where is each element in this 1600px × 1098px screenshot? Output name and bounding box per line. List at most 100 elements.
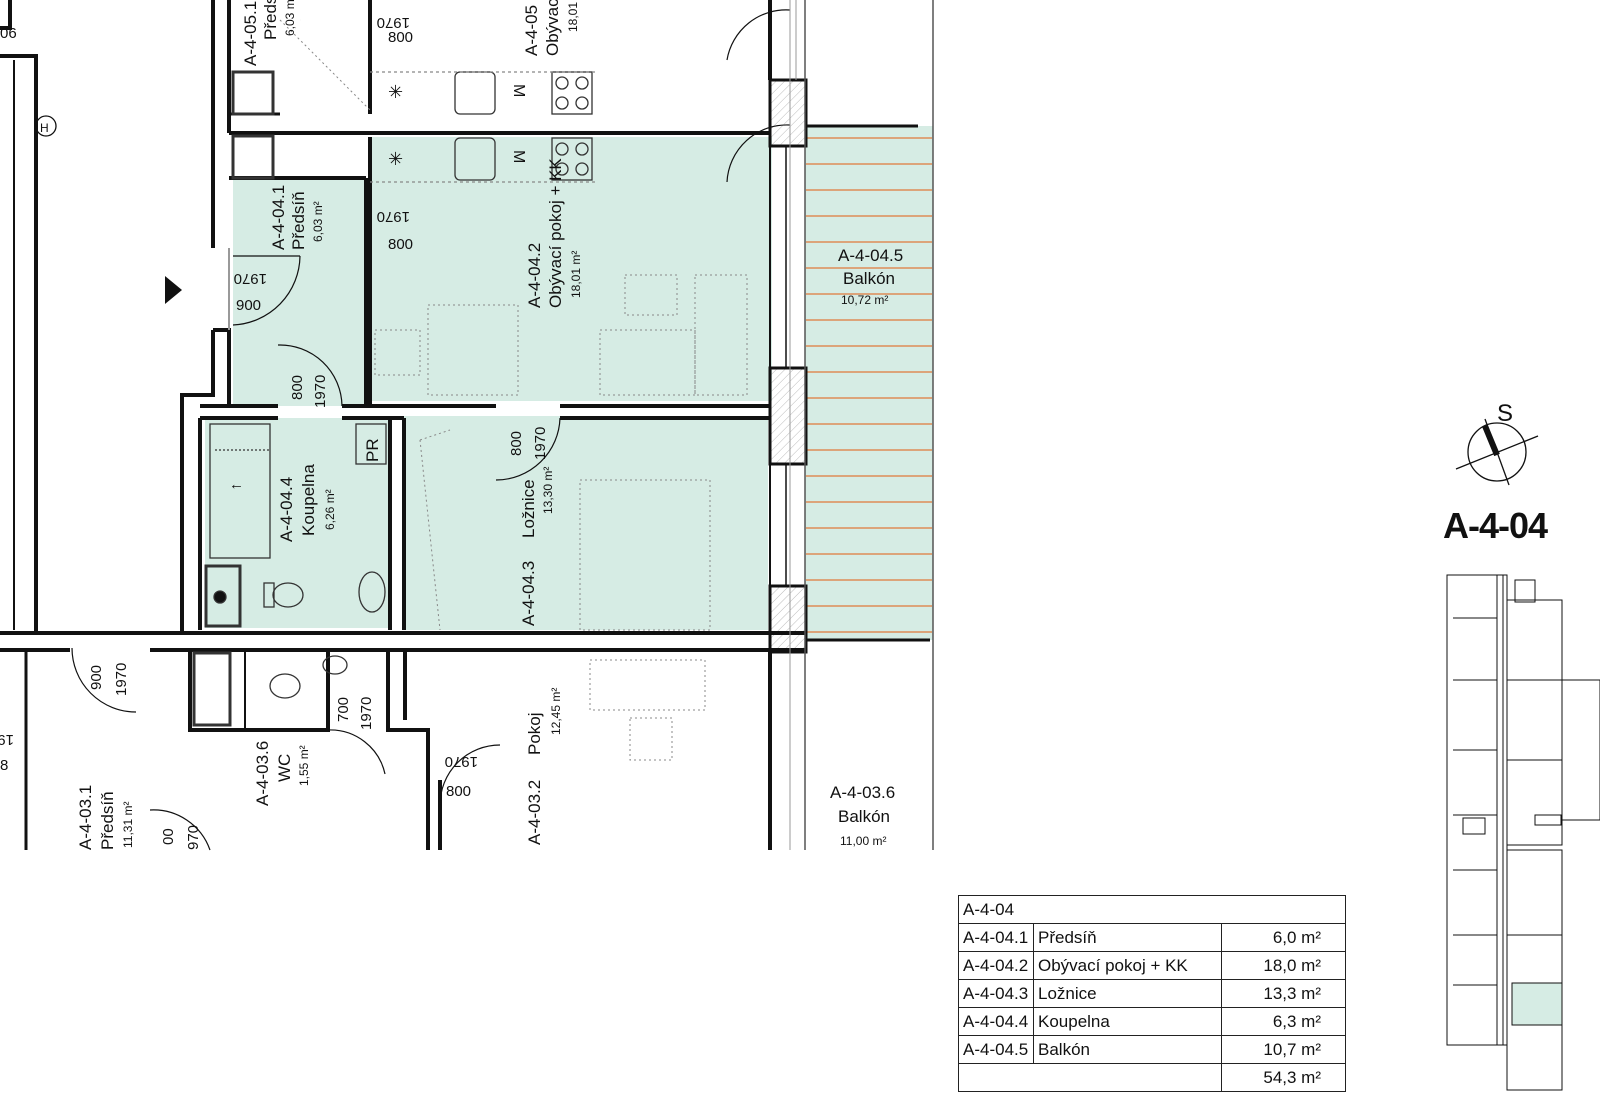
svg-text:8: 8 bbox=[0, 757, 8, 774]
svg-text:Balkón: Balkón bbox=[838, 807, 890, 826]
furniture-bed bbox=[579, 479, 711, 631]
svg-text:A-4-04.5: A-4-04.5 bbox=[838, 246, 903, 265]
svg-text:800: 800 bbox=[446, 783, 471, 800]
svg-text:A-4-04.1: A-4-04.1 bbox=[269, 185, 288, 250]
svg-text:11,31 m²: 11,31 m² bbox=[121, 802, 135, 848]
room-fill-loznice bbox=[404, 416, 768, 630]
door-label: 1970 800 1970 800 1970 900 800 1970 800 … bbox=[0, 14, 549, 850]
svg-text:1970: 1970 bbox=[377, 208, 410, 225]
room-fill-predsin bbox=[233, 178, 366, 406]
svg-text:Koupelna: Koupelna bbox=[299, 464, 318, 536]
washbasin bbox=[358, 571, 386, 613]
svg-text:1970: 1970 bbox=[532, 427, 549, 460]
compass-label: S bbox=[1497, 400, 1513, 427]
svg-text:1970: 1970 bbox=[312, 375, 329, 408]
svg-text:Pokoj: Pokoj bbox=[525, 712, 544, 755]
total-area: 54,3 m² bbox=[1221, 1063, 1346, 1092]
svg-text:06: 06 bbox=[0, 25, 17, 42]
room-name: Ložnice bbox=[1033, 979, 1222, 1008]
svg-text:6,03 m²: 6,03 m² bbox=[283, 0, 297, 36]
svg-text:Obývací pokoj + KK: Obývací pokoj + KK bbox=[546, 158, 565, 308]
installation-shaft bbox=[204, 564, 242, 628]
room-area: 13,3 m² bbox=[1221, 979, 1346, 1008]
cooktop bbox=[551, 137, 593, 181]
table-row: A-4-04.3 Ložnice 13,3 m² bbox=[958, 979, 1346, 1008]
table-row: A-4-04.4 Koupelna 6,3 m² bbox=[958, 1007, 1346, 1036]
cooktop-upper bbox=[551, 71, 593, 115]
svg-text:11,00 m²: 11,00 m² bbox=[840, 834, 886, 848]
svg-text:Balkón: Balkón bbox=[843, 269, 895, 288]
room-fill-obyvaci bbox=[370, 137, 772, 401]
room-name: Obývací pokoj + KK bbox=[1033, 951, 1222, 980]
svg-text:900: 900 bbox=[236, 297, 261, 314]
svg-text:A-4-05.1: A-4-05.1 bbox=[241, 1, 260, 66]
neighbor-label: A-4-05.1 Předsíň 6,03 m² bbox=[241, 0, 297, 66]
neighbor-label: A-4-03.6 WC 1,55 m² bbox=[253, 741, 311, 806]
shower-tray bbox=[355, 423, 387, 465]
svg-text:A-4-03.6: A-4-03.6 bbox=[830, 783, 895, 802]
balcony-slats bbox=[806, 137, 932, 633]
svg-text:1970: 1970 bbox=[445, 753, 478, 770]
bath-fixtures bbox=[192, 70, 387, 727]
wall-columns bbox=[768, 78, 808, 654]
column bbox=[768, 78, 808, 148]
svg-text:900: 900 bbox=[88, 665, 105, 690]
room-code: A-4-04.3 bbox=[958, 979, 1034, 1008]
compass bbox=[1455, 418, 1539, 486]
svg-text:WC: WC bbox=[275, 754, 294, 782]
room-name: Předsíň bbox=[1033, 923, 1222, 952]
svg-text:Předsíň: Předsíň bbox=[289, 191, 308, 250]
table-row: A-4-04.5 Balkón 10,7 m² bbox=[958, 1035, 1346, 1064]
svg-text:6,26 m²: 6,26 m² bbox=[323, 489, 337, 530]
key-plan bbox=[1446, 574, 1600, 1091]
svg-text:00: 00 bbox=[160, 828, 177, 845]
furniture-desk bbox=[589, 659, 706, 711]
svg-text:Předsíň: Předsíň bbox=[261, 0, 280, 40]
room-name: Balkón bbox=[1033, 1035, 1222, 1064]
total-spacer bbox=[958, 1063, 1222, 1092]
neighbor-label: A-4-03.6 Balkón 11,00 m² bbox=[830, 783, 895, 848]
svg-text:1970: 1970 bbox=[234, 270, 267, 287]
room-label-obyvaci: A-4-04.2 Obývací pokoj + KK 18,01 m² bbox=[525, 158, 583, 308]
svg-text:18,01 m²: 18,01 m² bbox=[569, 251, 583, 298]
area-table: A-4-04 A-4-04.1 Předsíň 6,0 m² A-4-04.2 … bbox=[958, 895, 1346, 1092]
svg-text:1970: 1970 bbox=[113, 663, 130, 696]
fridge-icon: ✳ bbox=[388, 149, 403, 169]
window-hatching bbox=[789, 0, 797, 850]
area-table-header: A-4-04 bbox=[958, 895, 1346, 924]
table-row: A-4-04.2 Obývací pokoj + KK 18,0 m² bbox=[958, 951, 1346, 980]
neighbor-label: A-4-03.1 Předsíň 11,31 m² bbox=[76, 785, 135, 850]
neighbor-label: A-4-03.2 Pokoj 12,45 m² bbox=[525, 688, 563, 845]
kitchen-sink-upper bbox=[454, 71, 496, 115]
svg-text:Obývac: Obývac bbox=[543, 0, 562, 56]
washbasin-lower bbox=[322, 655, 348, 675]
svg-text:12,45 m²: 12,45 m² bbox=[549, 688, 563, 735]
room-label-loznice: A-4-04.3 Ložnice 13,30 m² bbox=[519, 467, 555, 626]
key-plan-highlight bbox=[1511, 982, 1563, 1026]
furniture bbox=[279, 19, 748, 761]
room-code: A-4-04.4 bbox=[958, 1007, 1034, 1036]
entrance-arrow-icon bbox=[165, 276, 182, 304]
svg-text:A-4-04.4: A-4-04.4 bbox=[277, 477, 296, 542]
room-label-balkon: A-4-04.5 Balkón 10,72 m² bbox=[838, 246, 903, 307]
svg-text:18,01 m²: 18,01 m² bbox=[566, 0, 580, 32]
microwave-label: M bbox=[510, 150, 527, 163]
column bbox=[768, 366, 808, 466]
svg-text:A-4-04.3: A-4-04.3 bbox=[519, 561, 538, 626]
svg-text:13,30 m²: 13,30 m² bbox=[541, 467, 555, 514]
room-area: 18,0 m² bbox=[1221, 951, 1346, 980]
room-area: 6,3 m² bbox=[1221, 1007, 1346, 1036]
room-fill-balkon bbox=[805, 126, 933, 640]
room-label-koupelna: A-4-04.4 Koupelna 6,26 m² bbox=[277, 464, 337, 542]
svg-text:1,55 m²: 1,55 m² bbox=[297, 745, 311, 786]
door-swings bbox=[71, 9, 791, 851]
room-code: A-4-04.1 bbox=[958, 923, 1034, 952]
installation-shaft bbox=[231, 134, 275, 180]
svg-text:800: 800 bbox=[508, 431, 525, 456]
svg-text:19: 19 bbox=[0, 731, 14, 748]
room-label-predsin: A-4-04.1 Předsíň 6,03 m² bbox=[269, 185, 325, 250]
svg-text:A-4-03.6: A-4-03.6 bbox=[253, 741, 272, 806]
furniture-cabinet bbox=[694, 274, 748, 396]
svg-text:A-4-03.1: A-4-03.1 bbox=[76, 785, 95, 850]
